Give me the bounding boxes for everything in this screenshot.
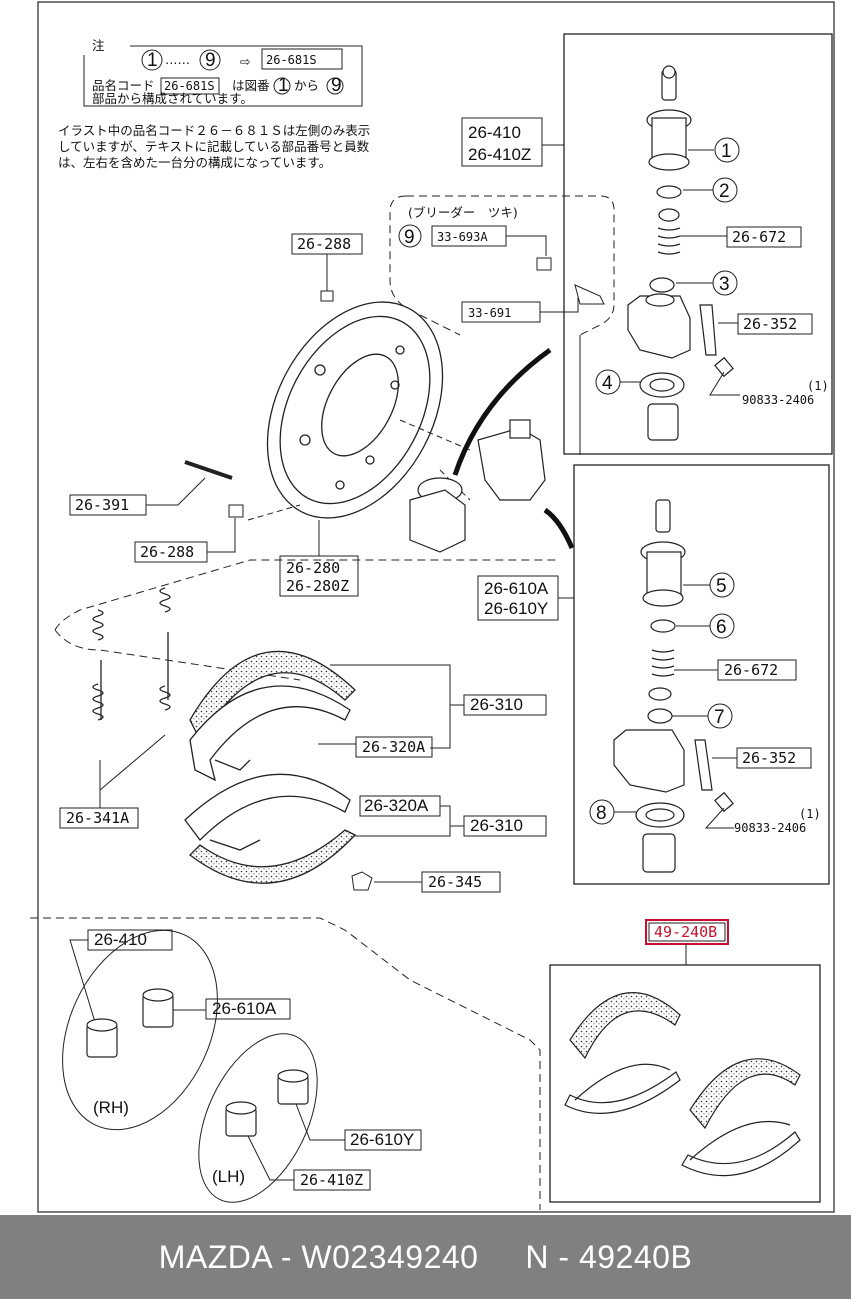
svg-text:5: 5 — [716, 576, 727, 597]
label-26-341a: 26-341A — [66, 809, 129, 827]
label-26-320a-top: 26-320A — [362, 738, 425, 756]
note-line2b: は図番 — [232, 78, 270, 93]
label-26-280z: 26-280Z — [286, 577, 349, 595]
cylinder-rh-parts — [627, 65, 734, 441]
cylinder-lh-parts — [613, 499, 734, 873]
svg-text:9: 9 — [404, 227, 415, 248]
return-springs — [92, 587, 171, 721]
label-26-672-top: 26-672 — [732, 228, 786, 246]
brake-shoe-top — [189, 650, 356, 782]
label-90833-top: 90833-2406 — [742, 393, 814, 407]
callout-4: 4 — [595, 369, 621, 395]
arrow-icon: ⇨ — [240, 54, 251, 69]
footer-text: MAZDA - W02349240 N - 49240B — [158, 1238, 693, 1275]
callout-2: 2 — [712, 177, 738, 203]
svg-text:6: 6 — [716, 617, 727, 638]
shoe-kit — [564, 992, 801, 1177]
note-line2c: から — [294, 78, 319, 93]
kit-label-26-610a: 26-610A — [212, 999, 277, 1018]
label-26-288-top: 26-288 — [297, 235, 351, 253]
note-line3: 部品から構成されています。 — [92, 91, 253, 106]
note-heading: 注 — [92, 38, 105, 53]
svg-text:8: 8 — [596, 803, 607, 824]
backing-plate — [266, 301, 444, 519]
svg-text:3: 3 — [719, 274, 730, 295]
note-block: 注 1 …… 9 ⇨ 26-681S 品名コード 26-681S は図番 1 か… — [58, 38, 370, 170]
wheel-cylinder-assembly — [409, 419, 546, 553]
label-26-320a-bottom: 26-320A — [364, 796, 429, 815]
kit-label-lh: (LH) — [212, 1167, 245, 1186]
label-33-693a: 33-693A — [437, 230, 488, 244]
kit-label-26-610y: 26-610Y — [350, 1130, 414, 1149]
clip-part — [351, 871, 373, 891]
label-26-310-top: 26-310 — [470, 695, 523, 714]
label-26-610a: 26-610A — [484, 579, 549, 598]
label-90833-bottom: 90833-2406 — [734, 821, 806, 835]
bleeder-screw — [574, 284, 605, 305]
note-line2-code: 26-681S — [164, 79, 215, 93]
label-33-691: 33-691 — [468, 306, 511, 320]
svg-text:4: 4 — [602, 373, 613, 394]
note-range-end: 9 — [205, 50, 216, 71]
footer-bar: MAZDA - W02349240 N - 49240B — [0, 1215, 851, 1299]
label-26-672-bottom: 26-672 — [724, 661, 778, 679]
kit-label-26-410z: 26-410Z — [300, 1171, 363, 1189]
note-num1: 1 — [278, 75, 289, 96]
svg-text:2: 2 — [719, 181, 730, 202]
label-qty-top: (1) — [807, 379, 829, 393]
note-para1: イラスト中の品名コード２６－６８１Ｓは左側のみ表示 — [58, 123, 370, 138]
label-26-352-bottom: 26-352 — [742, 749, 796, 767]
highlight-box — [645, 919, 729, 945]
cylinder-lh-frame — [573, 464, 830, 885]
label-26-391: 26-391 — [75, 496, 129, 514]
parts-diagram: 注 1 …… 9 ⇨ 26-681S 品名コード 26-681S は図番 1 か… — [30, 1, 835, 1213]
label-box-26-410 — [461, 117, 543, 167]
piston-lh — [225, 1069, 309, 1137]
label-26-410: 26-410 — [468, 123, 521, 142]
callout-7: 7 — [707, 703, 733, 729]
note-range-start: 1 — [147, 50, 158, 71]
shoe-kit-frame — [549, 964, 821, 1203]
note-para2: していますが、テキストに記載している部品番号と員数 — [58, 139, 370, 154]
note-target-code: 26-681S — [266, 53, 317, 67]
label-49-240b[interactable]: 49-240B — [654, 923, 717, 941]
bleeder-label: (ブリーダー ツキ) — [408, 205, 518, 220]
callout-3: 3 — [712, 270, 738, 296]
piston-rh — [86, 988, 174, 1058]
callout-8: 8 — [589, 799, 615, 825]
bleeder-cap — [536, 257, 552, 271]
label-26-310-bottom: 26-310 — [470, 816, 523, 835]
label-26-410z: 26-410Z — [468, 145, 531, 164]
kit-label-rh: (RH) — [93, 1098, 129, 1117]
callout-5: 5 — [709, 572, 735, 598]
note-para3: は、左右を含めた一台分の構成になっています。 — [58, 155, 331, 170]
label-26-352-top: 26-352 — [743, 315, 797, 333]
cylinder-rh-frame — [563, 33, 833, 455]
label-26-288-bottom: 26-288 — [140, 543, 194, 561]
kit-label-26-410: 26-410 — [94, 930, 147, 949]
svg-text:1: 1 — [721, 141, 732, 162]
brake-shoe-bottom — [184, 773, 357, 884]
label-26-280: 26-280 — [286, 559, 340, 577]
label-26-345: 26-345 — [428, 873, 482, 891]
callout-9: 9 — [398, 224, 422, 248]
callout-1: 1 — [714, 137, 740, 163]
note-dots: …… — [165, 52, 190, 67]
label-qty-bottom: (1) — [799, 807, 821, 821]
svg-text:7: 7 — [714, 707, 725, 728]
callout-6: 6 — [709, 613, 735, 639]
note-line2a: 品名コード — [92, 78, 155, 93]
label-26-610y: 26-610Y — [484, 599, 548, 618]
note-num2: 9 — [331, 75, 342, 96]
